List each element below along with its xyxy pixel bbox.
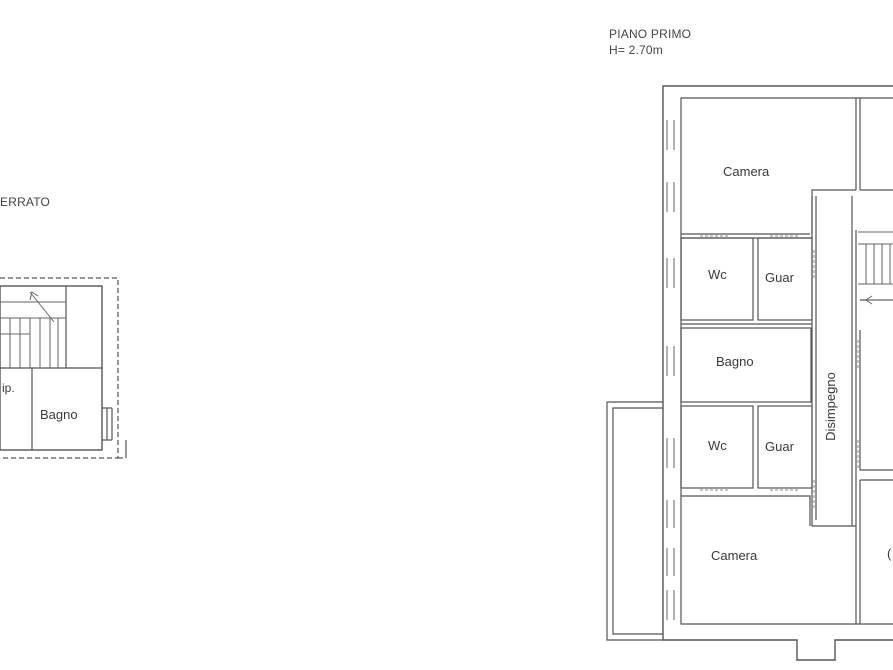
room-right-partial: ( xyxy=(887,546,892,561)
room-guar-top: Guar xyxy=(765,270,794,285)
piano-primo-stairs xyxy=(858,231,893,305)
piano-primo-title: PIANO PRIMO xyxy=(609,27,692,41)
seminterrato-plan xyxy=(0,277,127,459)
piano-primo-height: H= 2.70m xyxy=(609,43,663,57)
seminterrato-title: ERRATO xyxy=(0,195,51,209)
room-camera-bottom: Camera xyxy=(711,548,758,563)
room-bagno: Bagno xyxy=(716,354,754,369)
room-wc-bottom: Wc xyxy=(708,438,727,453)
room-guar-bottom: Guar xyxy=(765,439,794,454)
room-wc-top: Wc xyxy=(708,267,727,282)
piano-primo-plan xyxy=(606,85,893,661)
seminterrato-room-bagno: Bagno xyxy=(40,407,78,422)
room-camera-top: Camera xyxy=(723,164,770,179)
seminterrato-stairs xyxy=(0,291,66,368)
room-disimpegno: Disimpegno xyxy=(822,372,838,441)
seminterrato-room-rip: ip. xyxy=(2,381,15,395)
